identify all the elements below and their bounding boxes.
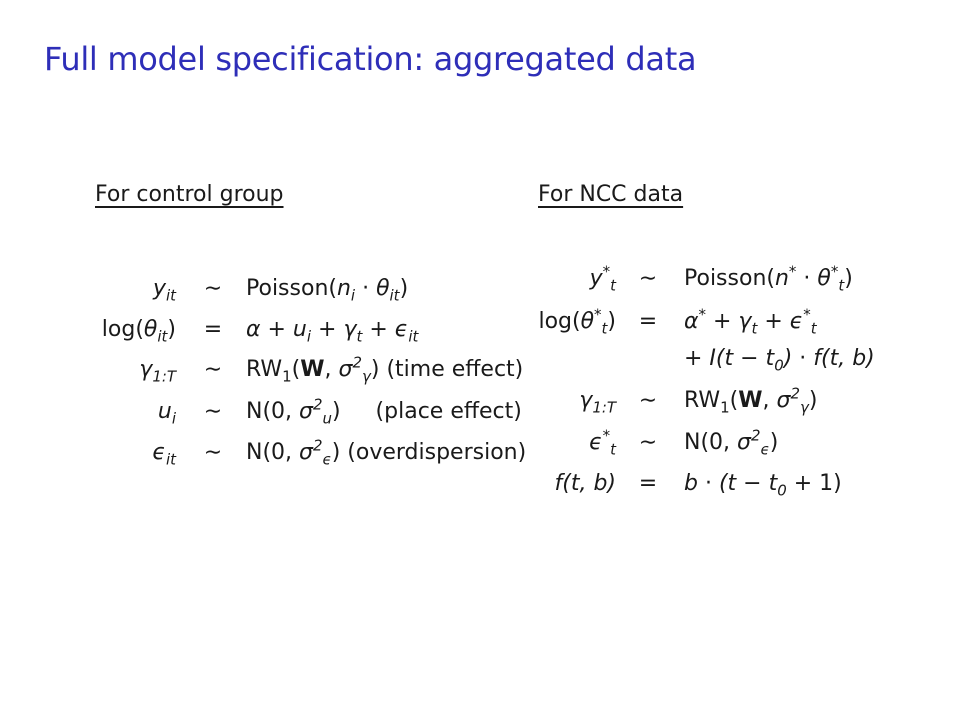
eq-rhs: N(0, σ2u) (place effect) [246, 395, 522, 428]
eq-relation: = [203, 317, 223, 342]
eq-relation: ∼ [203, 276, 223, 301]
eq-relation: ∼ [638, 266, 658, 291]
eq-relation: ∼ [203, 357, 223, 382]
eq-rhs: + I(t − t0) · f(t, b) [684, 346, 875, 375]
eq-relation: ∼ [638, 430, 658, 455]
overdispersion-note: (overdispersion) [347, 440, 527, 465]
slide-title: Full model specification: aggregated dat… [44, 40, 697, 78]
eq-rhs: b · (t − t0 + 1) [684, 471, 842, 500]
eq-rhs: α + ui + γt + ϵit [246, 317, 419, 346]
eq-lhs: ϵit [152, 440, 176, 469]
ncc-data-heading: For NCC data [538, 182, 684, 207]
eq-relation: ∼ [203, 399, 223, 424]
control-group-heading: For control group [95, 182, 284, 207]
eq-lhs: γ1:T [139, 357, 176, 386]
eq-rhs: N(0, σ2ϵ) (overdispersion) [246, 436, 527, 469]
eq-lhs: yit [152, 276, 176, 305]
eq-lhs: log(θ*t) [538, 305, 616, 338]
eq-relation: ∼ [638, 388, 658, 413]
eq-rhs: RW1(W, σ2γ) [684, 384, 818, 417]
eq-rhs: N(0, σ2ϵ) [684, 426, 779, 459]
place-effect-note: (place effect) [375, 399, 522, 424]
time-effect-note: (time effect) [386, 357, 524, 382]
eq-lhs: y*t [589, 262, 616, 295]
eq-relation: ∼ [203, 440, 223, 465]
eq-rhs: Poisson(ni · θit) [246, 276, 409, 305]
eq-lhs: log(θit) [101, 317, 176, 346]
eq-lhs: f(t, b) [554, 471, 617, 496]
eq-lhs: γ1:T [579, 388, 616, 417]
eq-rhs: Poisson(n* · θ*t) [684, 262, 853, 295]
eq-lhs: ϵ*t [589, 426, 616, 459]
eq-rhs: α* + γt + ϵ*t [684, 305, 817, 338]
eq-rhs: RW1(W, σ2γ) (time effect) [246, 353, 524, 386]
eq-relation: = [638, 309, 658, 334]
eq-relation: = [638, 471, 658, 496]
eq-lhs: ui [157, 399, 176, 428]
